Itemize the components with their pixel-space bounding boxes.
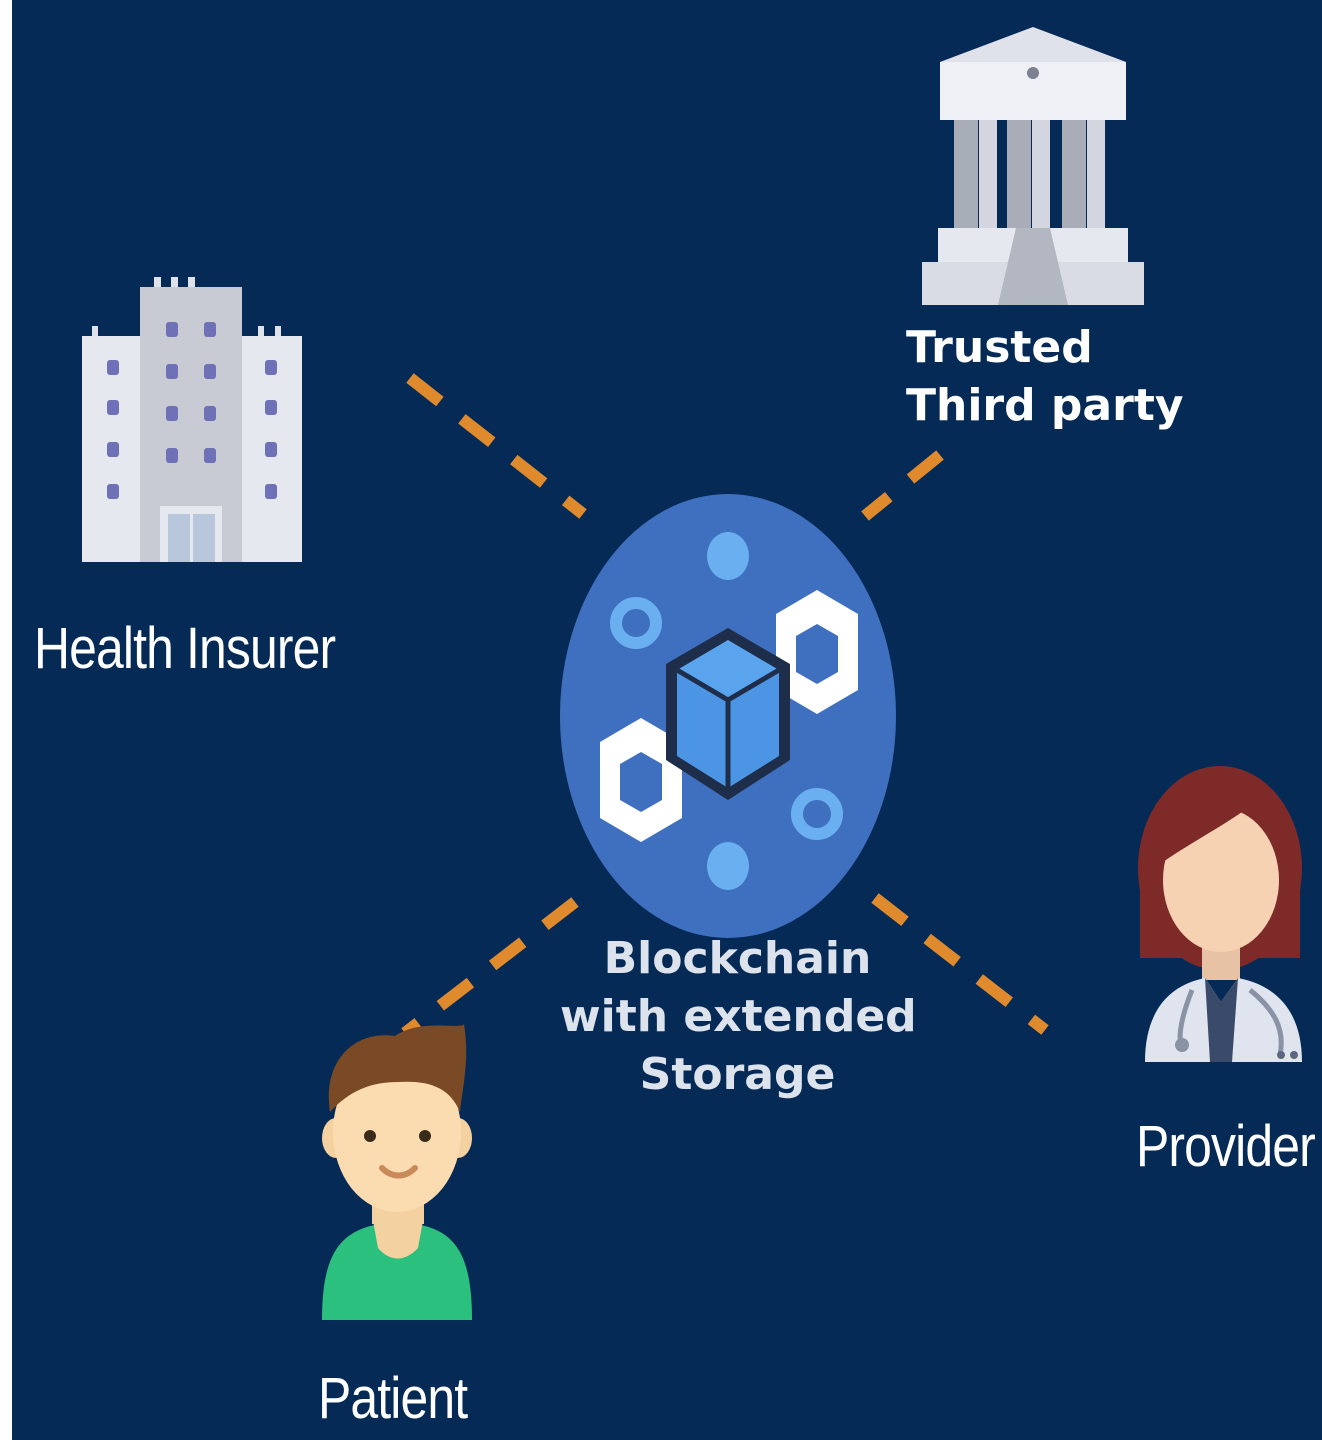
trusted-third-party-label-line2: Third party — [906, 380, 1184, 431]
bank-building-icon — [922, 27, 1144, 305]
connector-provider-blockchain — [871, 893, 1049, 1035]
trusted-third-party-label: Trusted Third party — [906, 319, 1184, 435]
blockchain-label-line1: Blockchain — [603, 933, 872, 984]
trusted-third-party-label-line1: Trusted — [906, 322, 1093, 373]
blockchain-cube-icon — [560, 494, 896, 938]
connector-thirdparty-blockchain — [861, 450, 944, 521]
patient-avatar-icon — [322, 1024, 472, 1320]
hospital-building-icon — [82, 277, 302, 562]
connector-lines — [401, 373, 1049, 1038]
connector-patient-blockchain — [401, 897, 579, 1038]
blockchain-label: Blockchain with extended Storage — [560, 930, 917, 1104]
blockchain-label-line2: with extended — [560, 991, 917, 1042]
provider-label: Provider — [1136, 1114, 1316, 1179]
doctor-avatar-icon — [1138, 766, 1302, 1062]
patient-label: Patient — [318, 1366, 468, 1431]
health-insurer-label: Health Insurer — [34, 616, 336, 681]
blockchain-label-line3: Storage — [639, 1049, 836, 1100]
connector-insurer-blockchain — [406, 373, 587, 519]
